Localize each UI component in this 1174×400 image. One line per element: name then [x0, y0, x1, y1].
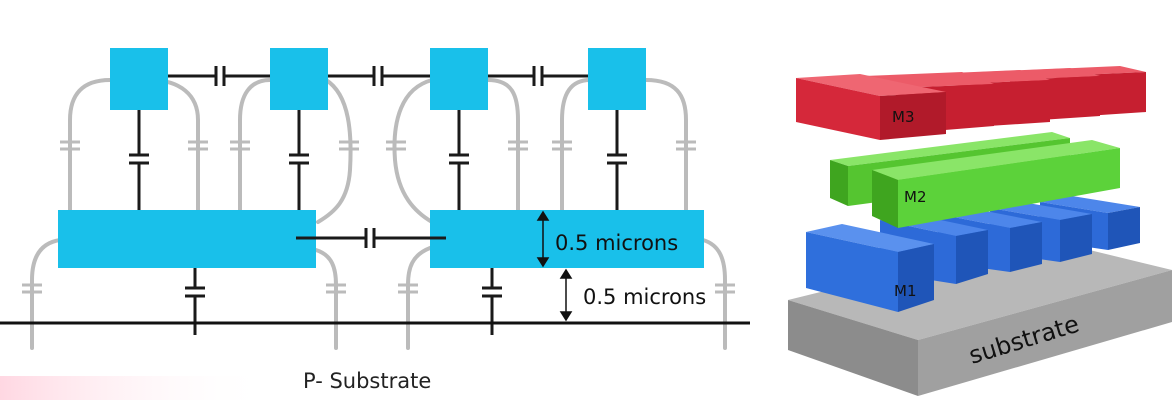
substrate-slab — [788, 238, 1172, 396]
bottom-conductor-1 — [58, 210, 316, 268]
substrate-caption: P- Substrate — [303, 369, 431, 393]
dimension-label-layer-gap: 0.5 microns — [555, 231, 678, 255]
dimension-arrows — [536, 210, 573, 322]
metal-layer-stack: substrate M1 — [788, 66, 1172, 396]
top-conductor-3 — [430, 48, 488, 110]
top-conductor-2 — [270, 48, 328, 110]
bottom-conductor-2 — [430, 210, 704, 268]
top-conductor-4 — [588, 48, 646, 110]
m1-label: M1 — [894, 282, 917, 300]
fringe-capacitors — [22, 140, 735, 294]
dimension-label-substrate-gap: 0.5 microns — [583, 285, 706, 309]
m3-label: M3 — [892, 108, 915, 126]
m3-bars — [796, 66, 1146, 140]
m2-bars — [830, 132, 1120, 228]
background-artifact — [0, 376, 270, 400]
conductors — [58, 48, 704, 268]
cross-section-diagram: 0.5 microns 0.5 microns P- Substrate — [0, 48, 750, 393]
top-conductor-1 — [110, 48, 168, 110]
m2-label: M2 — [904, 188, 927, 206]
coupling-capacitors — [129, 66, 627, 335]
m1-bars — [806, 196, 1140, 312]
